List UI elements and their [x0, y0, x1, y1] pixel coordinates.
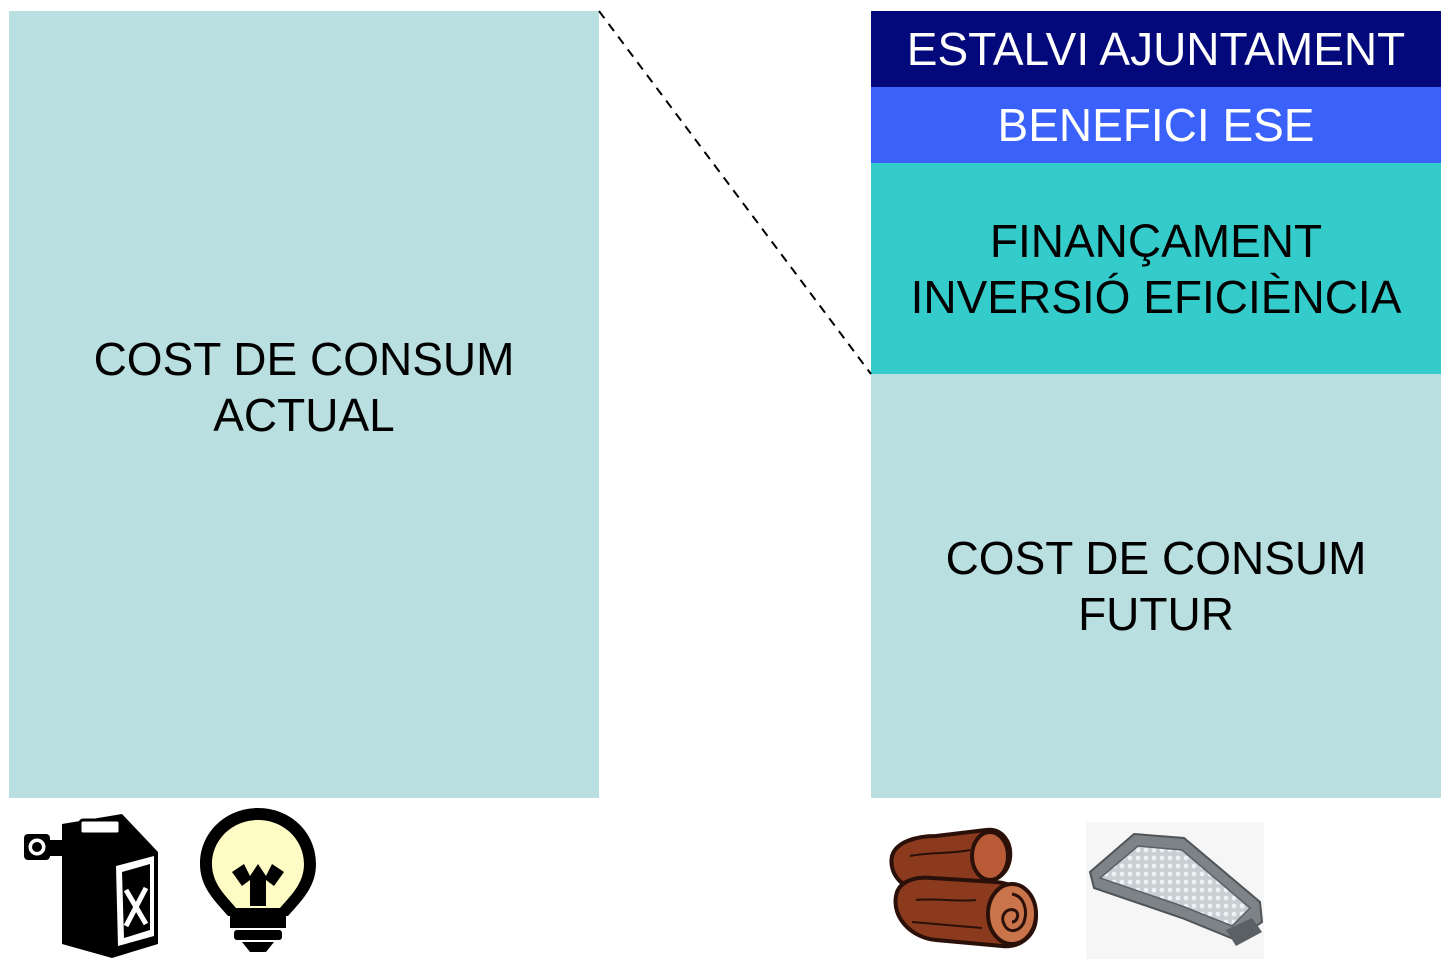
investment-financing-label: FINANÇAMENT INVERSIÓ EFICIÈNCIA [910, 214, 1402, 323]
led-streetlight-icon [1086, 822, 1264, 959]
savings-label: ESTALVI AJUNTAMENT [906, 23, 1406, 75]
future-consumption-segment: COST DE CONSUM FUTUR [871, 374, 1441, 798]
future-consumption-label: COST DE CONSUM FUTUR [945, 532, 1367, 640]
fuel-can-icon [24, 814, 158, 958]
current-consumption-bar: COST DE CONSUM ACTUAL [9, 11, 599, 798]
ese-profit-label: BENEFICI ESE [997, 99, 1315, 151]
light-bulb-icon [200, 808, 316, 952]
current-consumption-label: COST DE CONSUM ACTUAL [93, 332, 515, 441]
firewood-logs-icon [889, 827, 1039, 949]
savings-segment: ESTALVI AJUNTAMENT [871, 11, 1441, 87]
investment-financing-segment: FINANÇAMENT INVERSIÓ EFICIÈNCIA [871, 163, 1441, 374]
ese-profit-segment: BENEFICI ESE [871, 87, 1441, 163]
